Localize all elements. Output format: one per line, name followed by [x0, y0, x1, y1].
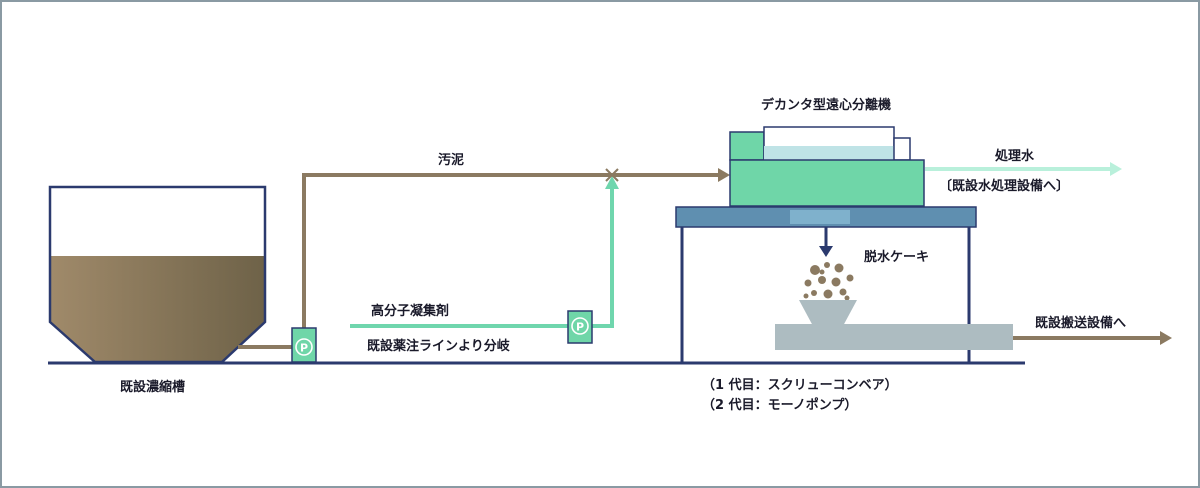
- treated-water-label: 処理水: [995, 149, 1035, 164]
- decanter-cover-end: [893, 137, 911, 161]
- decanter-motor: [729, 131, 765, 161]
- treated-water-arrowhead: [1110, 162, 1122, 176]
- sludge-label: 汚泥: [438, 153, 465, 168]
- mixing-point-marker: [605, 168, 619, 182]
- second-generation-label: （2 代目：モーノポンプ）: [702, 398, 858, 413]
- cake-transport-arrowhead: [1160, 331, 1172, 345]
- decanter-label: デカンタ型遠心分離機: [761, 98, 892, 113]
- chemical-pump: P: [567, 310, 593, 344]
- first-generation-label: （1 代目：スクリューコンベア）: [702, 378, 898, 393]
- cake-particles: [803, 262, 854, 301]
- chemical-line-to-mixing: [592, 186, 614, 328]
- decanter-bowl: [764, 146, 894, 160]
- dewatered-cake-label: 脱水ケーキ: [864, 250, 930, 265]
- thickener-label: 既設濃縮槽: [120, 380, 186, 395]
- decanter-centrifuge: [729, 126, 925, 207]
- decanter-body: [729, 159, 925, 207]
- thickener-sludge-fill: [50, 256, 265, 362]
- thickener-outline: [48, 185, 267, 364]
- sludge-pump-symbol: P: [300, 342, 308, 355]
- sludge-line-main: [302, 173, 612, 328]
- polymer-branch-label: 既設薬注ラインより分岐: [367, 339, 510, 354]
- sludge-pump: P: [291, 327, 317, 363]
- polymer-label: 高分子凝集剤: [371, 304, 450, 319]
- treated-water-destination-label: 〔既設水処理設備へ〕: [939, 179, 1070, 194]
- cake-discharge-arrowhead: [819, 246, 833, 257]
- cake-conveyor: [775, 300, 1013, 350]
- chemical-arrowhead: [605, 176, 619, 189]
- conveyor-body: [775, 324, 1013, 350]
- thickener-tank: [48, 185, 267, 364]
- conveyor-hopper: [799, 300, 857, 326]
- chemical-pump-symbol: P: [576, 321, 584, 334]
- conveyor-destination-label: 既設搬送設備へ: [1035, 316, 1127, 331]
- sludge-arrowhead: [718, 168, 730, 182]
